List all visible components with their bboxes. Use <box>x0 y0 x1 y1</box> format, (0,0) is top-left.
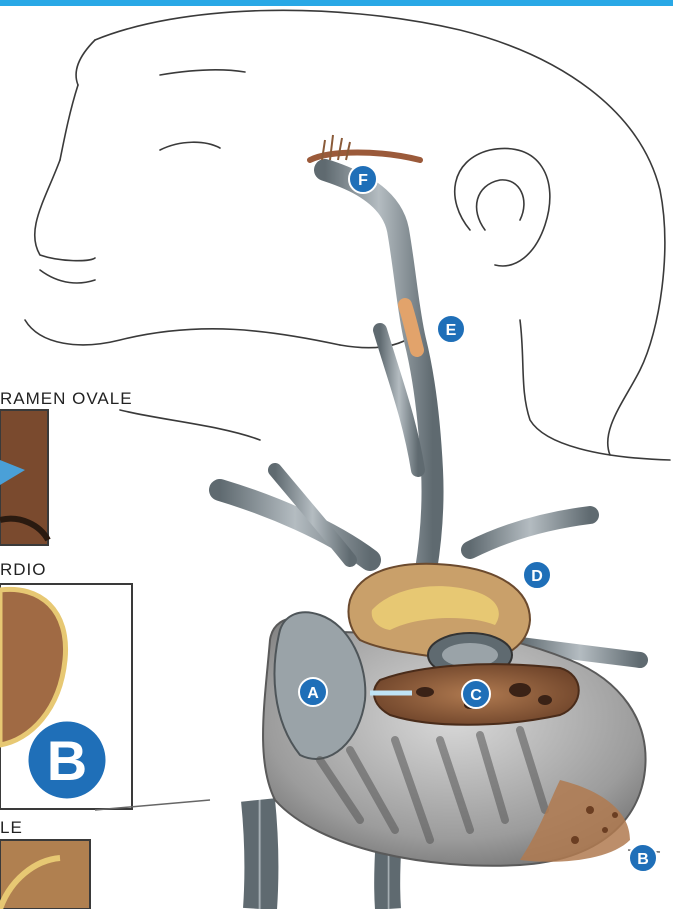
chin-line <box>25 320 340 345</box>
brow-line <box>160 70 245 75</box>
label-bottom-left: LE <box>0 818 23 838</box>
jugular-vein <box>325 170 433 570</box>
vena-cava-inferior <box>258 800 261 909</box>
heart <box>263 564 646 866</box>
nose-line <box>35 160 95 261</box>
svg-text:E: E <box>446 322 457 339</box>
subclavian-right <box>470 515 590 550</box>
svg-text:C: C <box>470 687 482 704</box>
marker-f: F <box>349 165 377 193</box>
ear-inner <box>477 180 524 230</box>
label-foramen-ovale: RAMEN OVALE <box>0 389 133 409</box>
temporal-tissue <box>310 135 420 160</box>
head-outline <box>95 10 665 455</box>
marker-c: C <box>462 680 490 708</box>
marker-b-large: B <box>27 720 107 800</box>
svg-text:B: B <box>47 729 87 792</box>
face-profile <box>60 85 78 160</box>
svg-text:A: A <box>307 685 319 702</box>
forehead-line <box>76 40 95 85</box>
lips-line <box>40 270 95 283</box>
marker-d: D <box>523 561 551 589</box>
marker-b-small: B <box>629 844 657 872</box>
marker-a: A <box>299 678 327 706</box>
ear-outer <box>455 148 550 265</box>
inset-foramen-ovale <box>0 410 48 545</box>
eye-line <box>160 142 220 150</box>
neck-back <box>520 320 670 460</box>
marker-e: E <box>437 315 465 343</box>
neck-front <box>120 410 260 440</box>
label-pericardio: RDIO <box>0 560 47 580</box>
svg-text:F: F <box>358 172 368 189</box>
svg-text:B: B <box>637 851 649 868</box>
inset-bottom <box>0 840 90 909</box>
svg-text:D: D <box>531 568 543 585</box>
